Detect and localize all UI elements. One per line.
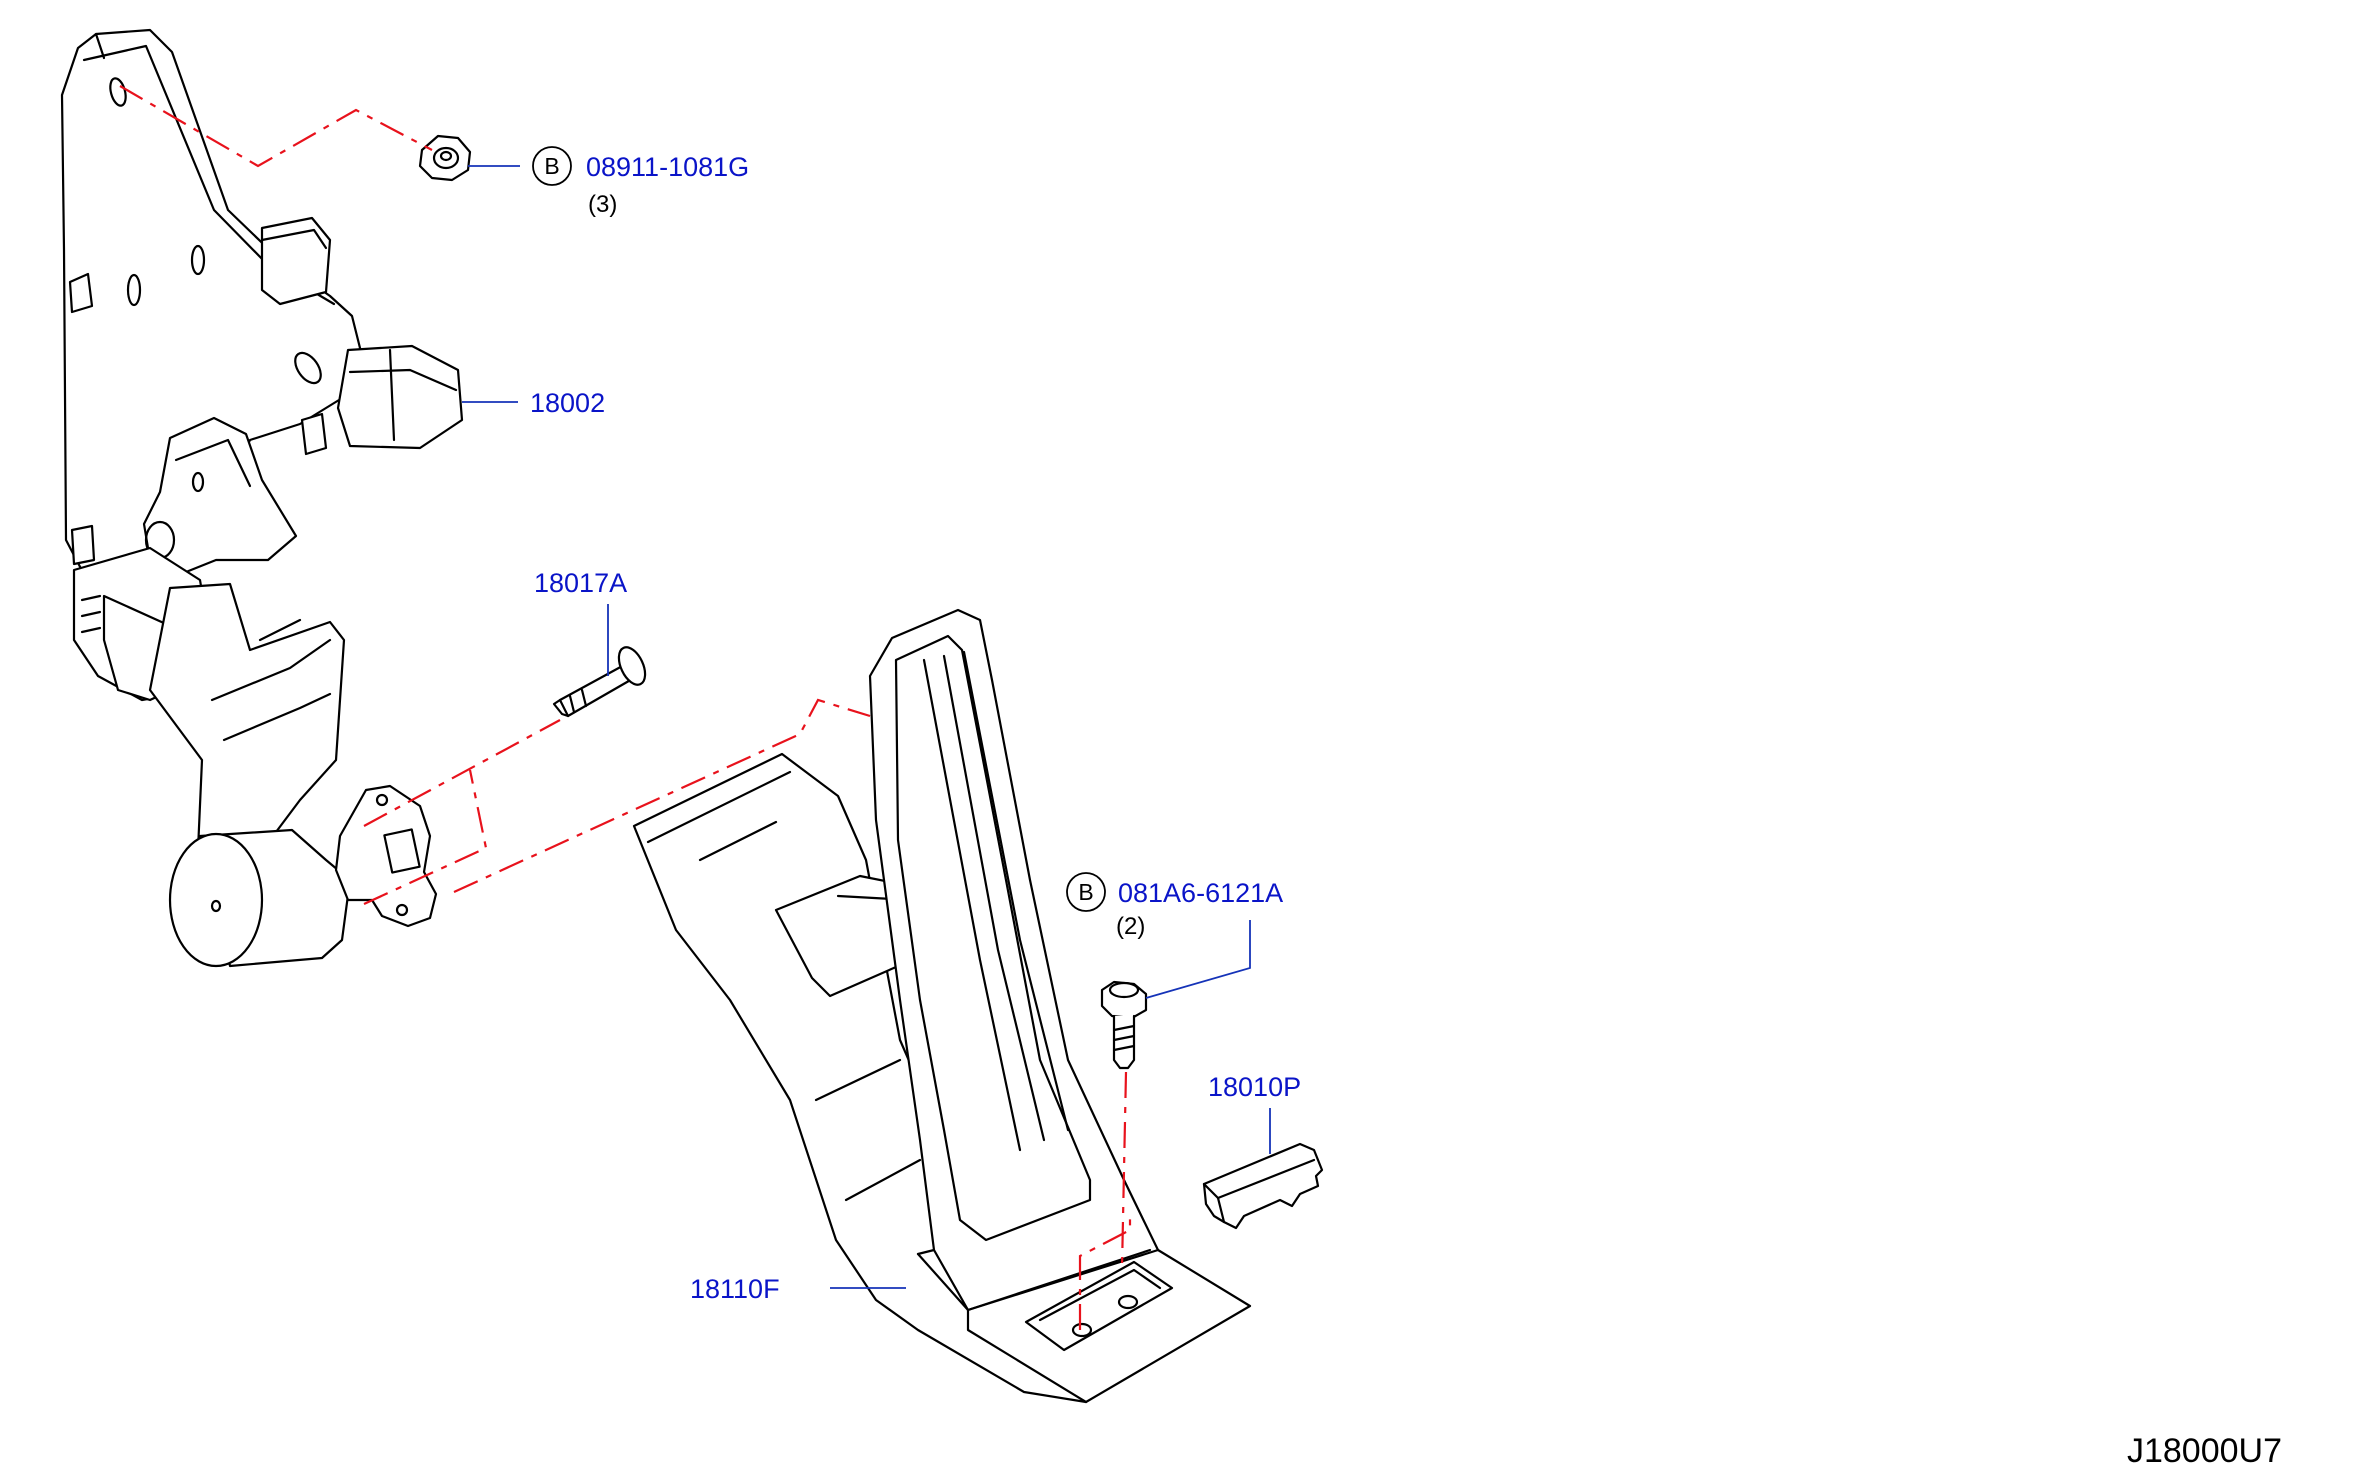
callout-stopper: 18010P bbox=[1208, 1072, 1301, 1102]
b-marker-label: B bbox=[1078, 879, 1093, 905]
pedal-pad-drawing bbox=[632, 608, 1252, 1404]
part-number-label[interactable]: 18110F bbox=[690, 1274, 780, 1304]
part-number-label[interactable]: 081A6-6121A bbox=[1118, 878, 1283, 908]
callout-bolt: B 081A6-6121A (2) bbox=[1066, 872, 1283, 940]
b-marker-label: B bbox=[544, 153, 559, 179]
pin-drawing bbox=[552, 646, 647, 718]
part-number-label[interactable]: 18002 bbox=[530, 388, 605, 418]
part-number-label[interactable]: 18017A bbox=[534, 568, 627, 598]
callout-pedal-pad: 18110F bbox=[690, 1274, 780, 1304]
callout-pin: 18017A bbox=[534, 568, 627, 598]
bolt-drawing bbox=[1100, 980, 1148, 1070]
stopper-drawing bbox=[1202, 1142, 1324, 1230]
part-number-label[interactable]: 18010P bbox=[1208, 1072, 1301, 1102]
callout-nut: B 08911-1081G (3) bbox=[532, 146, 749, 218]
leader-lines bbox=[462, 165, 1271, 1289]
b-marker-circle bbox=[532, 146, 572, 186]
b-marker-circle bbox=[1066, 872, 1106, 912]
callout-pedal-bracket: 18002 bbox=[530, 388, 605, 418]
pedal-bracket-drawing bbox=[60, 28, 464, 968]
quantity-label: (2) bbox=[1116, 913, 1145, 940]
quantity-label: (3) bbox=[588, 191, 617, 218]
nut-drawing bbox=[418, 134, 472, 182]
assembly-lines bbox=[119, 85, 1132, 1330]
diagram-code: J18000U7 bbox=[2127, 1432, 2282, 1470]
part-number-label[interactable]: 08911-1081G bbox=[586, 152, 749, 182]
